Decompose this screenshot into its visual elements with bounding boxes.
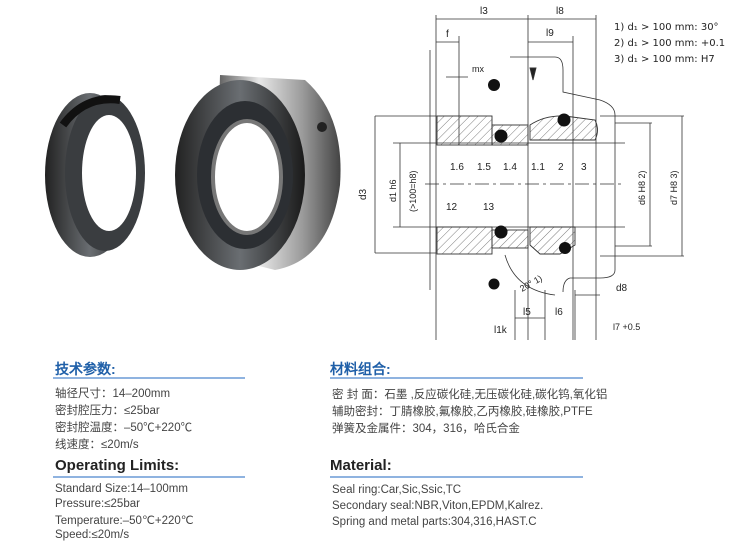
label-d3: d3: [358, 188, 369, 200]
label-mx: mx: [472, 64, 484, 74]
material-line: Secondary seal:NBR,Viton,EPDM,Kalrez.: [332, 500, 544, 512]
tech-line: 轴径尺寸：14–200mm: [55, 388, 171, 400]
divider: [330, 476, 583, 478]
tech-params-heading: 技术参数:: [55, 361, 116, 377]
label-d1-large: (>100=h8): [408, 170, 418, 212]
part-1-4: 1.4: [503, 162, 517, 173]
limits-line: Standard Size:14–100mm: [55, 483, 188, 495]
material-heading: Material:: [330, 457, 392, 474]
product-photo: [45, 75, 341, 270]
note-3: 3) d₁ > 100 mm: H7: [614, 54, 715, 65]
rotating-seal-photo: [175, 75, 341, 270]
part-1-5: 1.5: [477, 162, 491, 173]
label-f: f: [446, 29, 449, 40]
material-line: Spring and metal parts:304,316,HAST.C: [332, 516, 537, 528]
material-line: Seal ring:Car,Sic,Ssic,TC: [332, 484, 462, 496]
tech-line: 密封腔压力：≤25bar: [55, 405, 160, 417]
label-l1k: l1k: [494, 325, 508, 336]
divider: [53, 476, 245, 478]
part-1-6: 1.6: [450, 162, 464, 173]
label-d7: d7 H8 3): [669, 170, 679, 205]
label-l5: l5: [523, 307, 531, 318]
label-l6: l6: [555, 307, 563, 318]
limits-line: Pressure:≤25bar: [55, 498, 140, 510]
stationary-seat-photo: [45, 93, 145, 257]
part-12: 12: [446, 202, 458, 213]
materials-cn-line: 密 封 面：石墨 ,反应碳化硅,无压碳化硅,碳化钨,氧化铝: [332, 389, 608, 401]
limits-line: Speed:≤20m/s: [55, 529, 130, 541]
note-1: 1) d₁ > 100 mm: 30°: [614, 22, 719, 33]
label-l8: l8: [556, 6, 564, 17]
seal-cross-section-diagram: l3 l8 f l9 mx 1.6 1.5 1.4 1.1 2 3 12 13 …: [358, 6, 684, 340]
label-angle: 20° 1): [518, 273, 544, 294]
divider: [53, 377, 245, 379]
label-d8: d8: [616, 283, 628, 294]
label-l9: l9: [546, 28, 554, 39]
label-d6: d6 H8 2): [637, 170, 647, 205]
label-d1: d1 h6: [388, 179, 398, 202]
tech-line: 密封腔温度：–50℃+220℃: [55, 422, 193, 434]
label-l3: l3: [480, 6, 488, 17]
materials-cn-line: 弹簧及金属件：304，316，哈氏合金: [332, 423, 520, 435]
note-2: 2) d₁ > 100 mm: +0.1: [614, 38, 726, 49]
part-3: 3: [581, 162, 587, 173]
part-1-1: 1.1: [531, 162, 545, 173]
limits-line: Temperature:–50℃+220℃: [55, 515, 194, 527]
materials-cn-heading: 材料组合:: [330, 361, 391, 377]
tech-line: 线速度：≤20m/s: [55, 439, 139, 451]
part-2: 2: [558, 162, 564, 173]
materials-cn-line: 辅助密封：丁腈橡胶,氟橡胶,乙丙橡胶,硅橡胶,PTFE: [332, 406, 593, 418]
operating-limits-heading: Operating Limits:: [55, 457, 180, 474]
part-13: 13: [483, 202, 495, 213]
divider: [330, 377, 583, 379]
label-l7: l7 +0.5: [613, 322, 640, 332]
